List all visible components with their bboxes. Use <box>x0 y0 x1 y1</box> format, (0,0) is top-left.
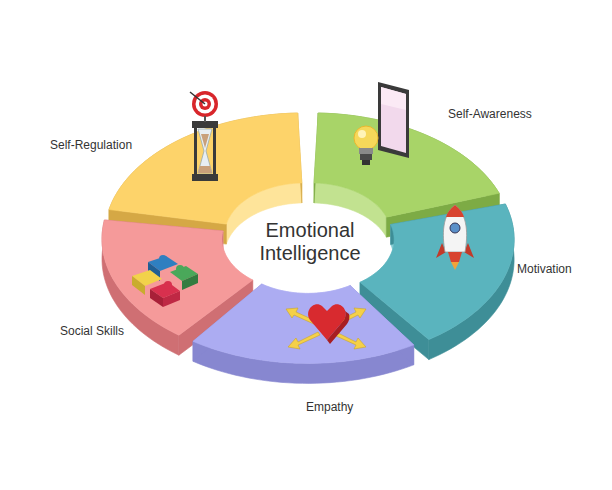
mirror-icon <box>378 82 409 158</box>
target-icon <box>190 91 218 122</box>
segment-label: Motivation <box>517 262 572 276</box>
segment-label: Self-Awareness <box>448 107 532 121</box>
lightbulb-icon <box>354 126 378 165</box>
segment-label: Empathy <box>306 400 353 414</box>
segment-shape <box>360 204 514 360</box>
segment-face <box>102 220 253 335</box>
ring-segment: Motivation <box>360 204 514 360</box>
segment-label: Self-Regulation <box>50 138 132 152</box>
center-hub: Emotional Intelligence <box>235 219 385 265</box>
ring-segment: Empathy <box>193 284 414 383</box>
segment-shape <box>193 284 414 383</box>
heart-arrows-icon <box>286 304 366 349</box>
puzzle-icon <box>132 255 198 307</box>
ring-segment: Social Skills <box>102 220 253 355</box>
segment-face <box>109 113 302 224</box>
rocket-icon <box>436 205 474 270</box>
hourglass-icon <box>192 121 218 181</box>
center-title: Emotional Intelligence <box>235 219 385 265</box>
segment-shape <box>102 220 253 355</box>
segment-label: Social Skills <box>60 324 124 338</box>
